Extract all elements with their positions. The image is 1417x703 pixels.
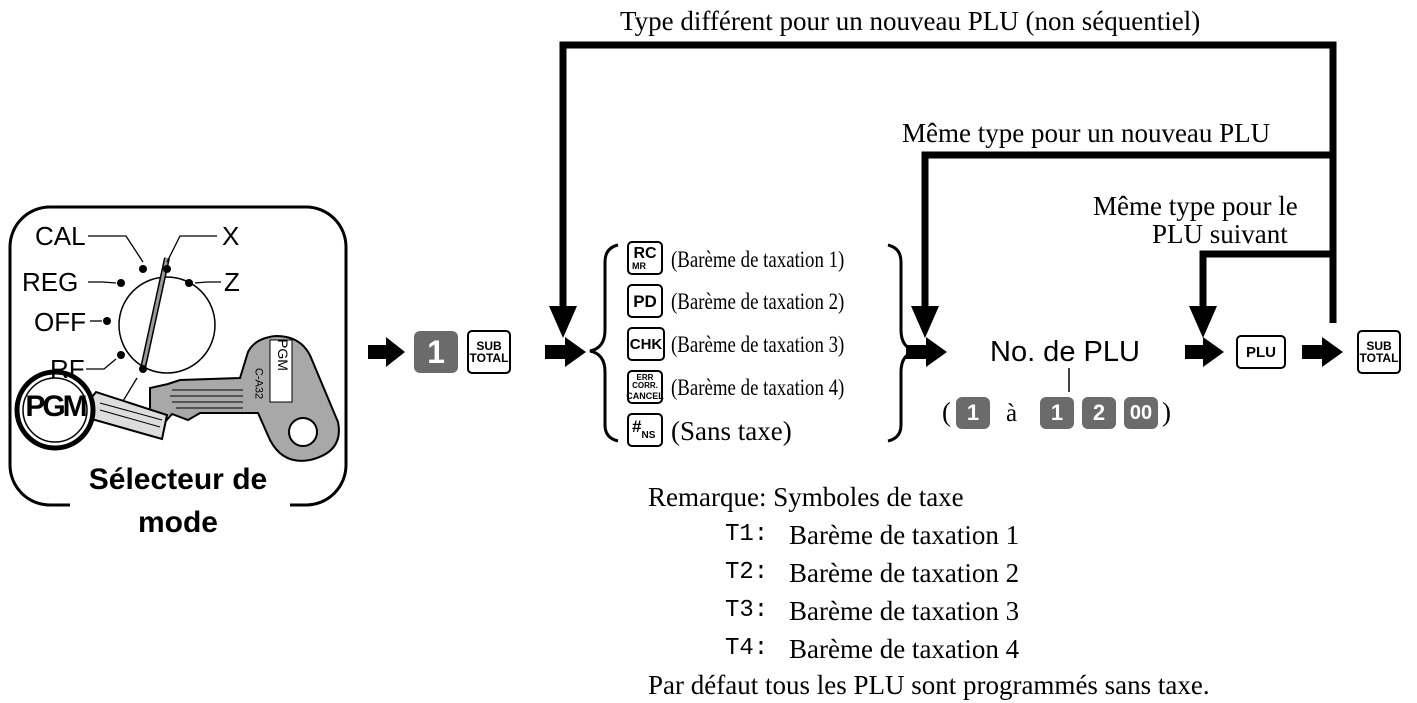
inner-loop-label-line1: Même type pour le — [1093, 191, 1298, 221]
remark-item-1: T1: — [725, 523, 768, 547]
dial-label-off: OFF — [34, 307, 86, 337]
tax-label-1: (Barème de taxation 1) — [671, 247, 845, 272]
top-loop-line — [559, 41, 1337, 323]
tax-key-pd[interactable]: PD — [627, 284, 663, 318]
tax-key-ns-label: # — [632, 417, 642, 436]
arrow-right-4 — [1185, 337, 1224, 367]
remark-symbol-1: T1: — [725, 521, 769, 548]
left-brace — [589, 243, 619, 443]
dial-dot-x — [163, 265, 171, 273]
number-key-1[interactable]: 1 — [414, 331, 458, 373]
final-subtotal-key-bottom: TOTAL — [1359, 351, 1399, 365]
dial-label-z: Z — [224, 267, 240, 297]
pgm-badge: PGM — [25, 390, 87, 423]
key-label-model: C-A32 — [252, 367, 265, 400]
mode-selector-caption-line1: Sélecteur de — [88, 463, 268, 496]
tax-key-err-corr-top: ERR CORR. — [632, 372, 658, 390]
arrow-right-3 — [906, 337, 947, 367]
dial-dot-pgm — [139, 365, 147, 373]
tax-key-rc-sub: MR — [632, 260, 646, 271]
tax-key-rc[interactable]: RC MR — [627, 241, 663, 275]
tax-label-4: (Barème de taxation 4) — [671, 375, 845, 400]
plu-number-label: No. de PLU — [990, 336, 1140, 368]
remark-item-4: T4: — [725, 637, 768, 661]
tax-key-err-corr[interactable]: ERR CORR. CANCEL — [626, 370, 664, 404]
dial-dot-off — [103, 317, 111, 325]
tax-key-err-corr-bottom: CANCEL — [626, 390, 664, 401]
dial-label-reg: REG — [22, 267, 79, 297]
range-open-paren: ( — [942, 397, 951, 427]
tax-key-rc-label: RC — [633, 244, 657, 262]
range-word: à — [1006, 400, 1018, 427]
remark-text-1: Barème de taxation 1 — [789, 520, 1020, 550]
mid-loop-arrowhead — [911, 306, 939, 338]
range-key-to-1[interactable]: 1 — [1040, 397, 1074, 429]
remark-text-2: Barème de taxation 2 — [789, 558, 1020, 588]
inner-loop-arrowhead — [1189, 306, 1217, 338]
dial-dot-z — [185, 279, 193, 287]
dial-dot-reg — [117, 279, 125, 287]
tax-key-ns-sub: NS — [641, 430, 656, 441]
tax-label-3: (Barème de taxation 3) — [671, 332, 845, 357]
remarks-footer: Par défaut tous les PLU sont programmés … — [648, 670, 1210, 700]
tax-key-chk[interactable]: CHK — [627, 327, 665, 361]
inner-loop-label-line2: PLU suivant — [1152, 219, 1288, 249]
right-brace — [887, 243, 917, 443]
subtotal-key-bottom: TOTAL — [469, 351, 509, 365]
remarks-title: Remarque: Symboles de taxe — [648, 482, 964, 512]
remark-text-3: Barème de taxation 3 — [789, 596, 1020, 626]
remark-item-3: T3: — [725, 599, 768, 623]
mode-selector-illustration — [8, 205, 348, 520]
dial-dot-rf — [117, 351, 125, 359]
tax-label-2: (Barème de taxation 2) — [671, 289, 845, 314]
remark-symbol-2: T2: — [725, 559, 769, 586]
mode-selector-caption-line2: mode — [137, 506, 218, 539]
dial-label-x: X — [222, 221, 240, 251]
plu-key[interactable]: PLU — [1236, 335, 1286, 369]
inner-loop-line — [1199, 250, 1333, 312]
final-subtotal-key[interactable]: SUB TOTAL — [1357, 330, 1401, 374]
arrow-right-5 — [1302, 337, 1343, 367]
mid-loop-label: Même type pour un nouveau PLU — [902, 118, 1271, 148]
remark-symbol-3: T3: — [725, 597, 769, 624]
range-key-from-1[interactable]: 1 — [956, 397, 990, 429]
subtotal-key-top: SUB — [476, 339, 502, 353]
top-loop-label: Type différent pour un nouveau PLU (non … — [620, 6, 1201, 36]
dial-dot-cal — [139, 265, 147, 273]
range-close-paren: ) — [1162, 397, 1171, 427]
remark-text-4: Barème de taxation 4 — [789, 634, 1020, 664]
mid-loop-line — [921, 151, 1333, 312]
dial-label-cal: CAL — [35, 221, 86, 251]
range-key-to-00[interactable]: 00 — [1124, 397, 1158, 429]
arrow-right-2 — [545, 337, 586, 367]
final-subtotal-key-top: SUB — [1366, 339, 1392, 353]
magnifier-ring — [14, 369, 96, 451]
key-label-pgm: PGM — [275, 339, 291, 371]
remark-item-2: T2: — [725, 561, 768, 585]
range-key-to-2[interactable]: 2 — [1082, 397, 1116, 429]
top-loop-arrowhead — [549, 306, 577, 338]
dial-label-rf: RF — [50, 354, 85, 384]
arrow-right-1 — [368, 337, 405, 367]
key-hole — [288, 417, 318, 447]
tax-label-5: (Sans taxe) — [671, 416, 792, 446]
tax-key-ns[interactable]: # NS — [627, 413, 663, 447]
subtotal-key[interactable]: SUB TOTAL — [467, 330, 511, 374]
dial-circle — [118, 276, 216, 374]
remark-symbol-4: T4: — [725, 635, 769, 662]
